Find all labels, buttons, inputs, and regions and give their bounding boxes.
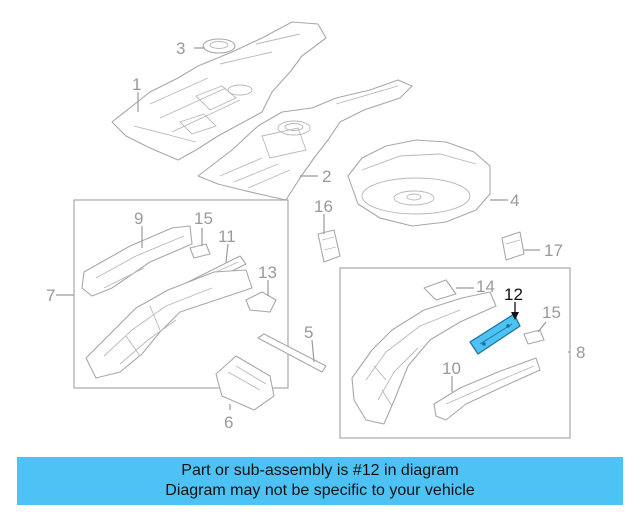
callout-8: 8 — [576, 343, 585, 362]
banner-line-2: Diagram may not be specific to your vehi… — [165, 482, 475, 499]
part-2-rear-floor — [197, 79, 413, 201]
parts-diagram: 3 1 2 4 16 17 7 9 15 11 13 5 6 14 12 15 … — [46, 21, 585, 439]
assembly-8-box — [339, 267, 571, 439]
callout-2: 2 — [322, 167, 331, 186]
part-1-front-floor — [111, 21, 327, 161]
part-4-spare-tire-well — [347, 139, 491, 227]
banner-line-1: Part or sub-assembly is #12 in diagram — [181, 462, 459, 479]
part-8-rail-assembly — [351, 291, 497, 425]
callout-17: 17 — [544, 241, 563, 260]
callout-labels: 3 1 2 4 16 17 7 9 15 11 13 5 6 14 12 15 … — [46, 39, 585, 432]
part-3-plug — [202, 38, 236, 54]
part-17-bracket — [501, 231, 525, 261]
callout-11: 11 — [218, 227, 236, 246]
callout-10: 10 — [442, 359, 461, 378]
callout-1: 1 — [132, 75, 141, 94]
leader-lines — [56, 47, 570, 410]
part-12-highlighted[interactable] — [469, 313, 521, 355]
callout-16: 16 — [314, 197, 333, 216]
part-10-rail — [433, 357, 541, 421]
callout-12: 12 — [504, 285, 523, 304]
part-15-bracket-right — [523, 329, 545, 345]
part-13-bracket — [245, 291, 277, 313]
part-9-side-member — [81, 225, 193, 297]
part-15-bracket-left — [189, 243, 211, 259]
callout-15-left: 15 — [194, 209, 213, 228]
part-16-bracket — [317, 229, 341, 263]
part-6-bracket — [215, 355, 275, 411]
callout-7: 7 — [46, 286, 55, 305]
callout-3: 3 — [176, 39, 185, 58]
callout-14: 14 — [476, 277, 495, 296]
callout-5: 5 — [304, 323, 313, 342]
assembly-7-box — [73, 199, 289, 389]
part-7-rail-assembly — [85, 269, 253, 379]
callout-6: 6 — [224, 413, 233, 432]
callout-4: 4 — [510, 191, 519, 210]
callout-15-right: 15 — [542, 303, 561, 322]
callout-13: 13 — [258, 263, 277, 282]
part-14-bracket — [423, 279, 457, 301]
part-5-crossmember — [257, 333, 327, 373]
callout-9: 9 — [134, 209, 143, 228]
info-banner: Part or sub-assembly is #12 in diagram D… — [17, 457, 623, 505]
